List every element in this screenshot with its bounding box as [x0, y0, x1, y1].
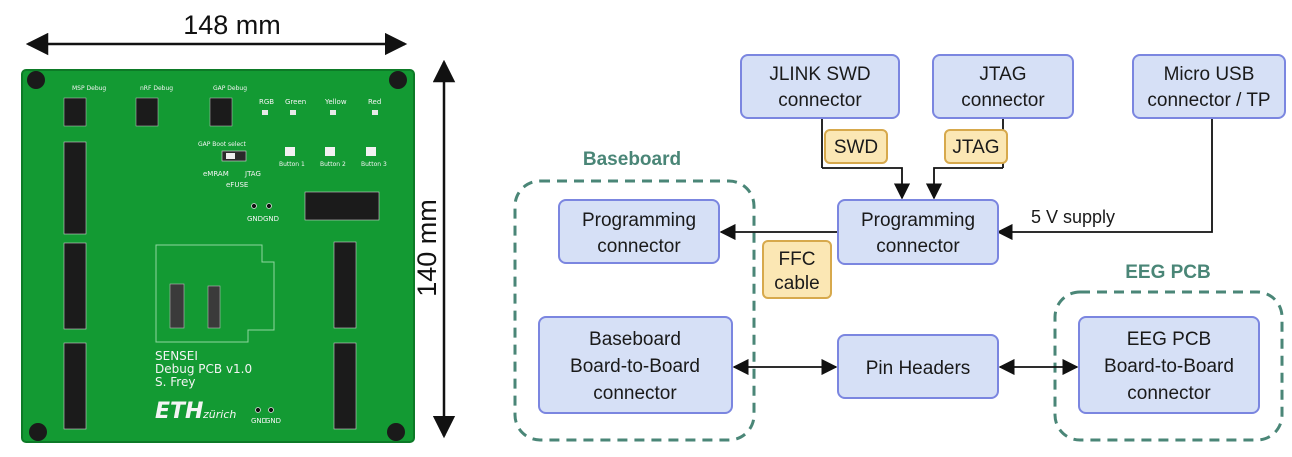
left-header-1 — [63, 141, 87, 235]
right-header-1 — [333, 241, 357, 329]
silk-gnd-2: GND — [263, 215, 279, 223]
b2b-connector-2 — [207, 285, 221, 329]
pcb-button-2 — [325, 147, 335, 156]
eeg-b2b-line-2: Board-to-Board — [1104, 356, 1234, 377]
silk-button-2: Button 2 — [320, 161, 346, 168]
silk-gap-boot-select: GAP Boot select — [198, 141, 246, 148]
silk-author: S. Frey — [155, 375, 195, 389]
silk-gnd-4: GND — [265, 417, 281, 425]
jtag-box-line-1: JTAG — [979, 64, 1026, 85]
left-header-3 — [63, 342, 87, 430]
usb-box-line-1: Micro USB — [1164, 64, 1255, 85]
silk-sensei: SENSEI — [155, 349, 198, 363]
block-diagram: Baseboard EEG PCB SWD JTAG FFC cable 5 V… — [513, 54, 1286, 442]
standoff-top-right — [389, 71, 407, 89]
testpoint-3 — [255, 407, 261, 413]
boot-select-slider — [226, 153, 235, 159]
right-header-2 — [333, 342, 357, 430]
pcb-outline-trace — [155, 244, 275, 343]
jtag-arrow — [925, 167, 1003, 200]
prog-right-line-2: connector — [876, 236, 960, 257]
left-header-2 — [63, 242, 87, 330]
silk-eth-logo: ETH — [155, 399, 203, 424]
usb-supply-arrow — [996, 118, 1213, 241]
prog-left-line-1: Programming — [582, 210, 696, 231]
silk-msp-debug: MSP Debug — [72, 85, 106, 92]
eeg-group-title: EEG PCB — [1125, 262, 1211, 283]
silk-emram: eMRAM — [203, 170, 229, 178]
led-yellow — [330, 110, 336, 115]
nrf-debug-header — [135, 97, 159, 127]
programming-connector-baseboard-box: Programming connector — [558, 199, 720, 264]
eeg-b2b-line-1: EEG PCB — [1127, 329, 1211, 350]
silk-efuse: eFUSE — [226, 181, 248, 189]
silk-green: Green — [285, 98, 306, 106]
testpoint-4 — [268, 407, 274, 413]
height-label: 140 mm — [412, 199, 442, 297]
ffc-tag — [762, 240, 832, 299]
jtag-tag-label: JTAG — [952, 137, 999, 158]
silk-red: Red — [368, 98, 381, 106]
silk-debug-pcb: Debug PCB v1.0 — [155, 362, 252, 376]
b2b-connector-1 — [169, 283, 185, 329]
programming-connector-debug-box: Programming connector — [837, 199, 999, 265]
ffc-tag-line-1: FFC — [779, 249, 816, 270]
pcb-photo: 148 mm 140 mm MSP Debug nRF Debug GAP De… — [21, 10, 456, 443]
silk-gnd-3: GND — [251, 417, 267, 425]
swd-tag — [824, 129, 888, 164]
prog-right-line-1: Programming — [861, 210, 975, 231]
supply-label: 5 V supply — [1031, 207, 1115, 227]
eeg-b2b-line-3: connector — [1127, 383, 1211, 404]
standoff-top-left — [27, 71, 45, 89]
jtag-tag — [944, 129, 1008, 164]
pin-headers-label: Pin Headers — [866, 358, 971, 379]
standoff-bottom-left — [29, 423, 47, 441]
micro-usb-box: Micro USB connector / TP — [1132, 54, 1286, 119]
led-red — [372, 110, 378, 115]
pin-headers-box: Pin Headers — [837, 334, 999, 399]
jtag-box-line-2: connector — [961, 90, 1045, 111]
gap-debug-header — [209, 97, 233, 127]
testpoint-2 — [266, 203, 272, 209]
baseboard-b2b-line-3: connector — [593, 383, 677, 404]
baseboard-b2b-line-2: Board-to-Board — [570, 356, 700, 377]
baseboard-b2b-box: Baseboard Board-to-Board connector — [538, 316, 733, 414]
swd-arrow — [822, 167, 911, 200]
silk-button-1: Button 1 — [279, 161, 305, 168]
width-label: 148 mm — [183, 10, 281, 40]
pcb-button-1 — [285, 147, 295, 156]
silk-zurich: zürich — [202, 408, 236, 421]
baseboard-group-title: Baseboard — [583, 149, 681, 170]
jlink-box-line-1: JLINK SWD — [769, 64, 870, 85]
led-rgb — [262, 110, 268, 115]
testpoint-1 — [251, 203, 257, 209]
jlink-box-line-2: connector — [778, 90, 862, 111]
ffc-tag-line-2: cable — [774, 273, 819, 294]
prog-left-line-2: connector — [597, 236, 681, 257]
pcb-button-3 — [366, 147, 376, 156]
baseboard-b2b-line-1: Baseboard — [589, 329, 681, 350]
standoff-bottom-right — [387, 423, 405, 441]
silk-jtag: JTAG — [244, 170, 261, 178]
led-green — [290, 110, 296, 115]
silk-rgb: RGB — [259, 98, 274, 106]
silk-button-3: Button 3 — [361, 161, 387, 168]
silk-gap-debug: GAP Debug — [213, 85, 247, 92]
silk-gnd-1: GND — [247, 215, 263, 223]
silk-nrf-debug: nRF Debug — [140, 85, 173, 92]
silk-yellow: Yellow — [324, 98, 347, 106]
swd-tag-label: SWD — [834, 137, 878, 158]
msp-debug-header — [63, 97, 87, 127]
usb-box-line-2: connector / TP — [1147, 90, 1270, 111]
jlink-swd-box: JLINK SWD connector — [740, 54, 900, 119]
eeg-b2b-box: EEG PCB Board-to-Board connector — [1078, 316, 1260, 414]
jtag-box: JTAG connector — [932, 54, 1074, 119]
led-pin-header — [304, 191, 380, 221]
baseboard-group — [513, 179, 756, 442]
pcb-board — [21, 69, 415, 443]
